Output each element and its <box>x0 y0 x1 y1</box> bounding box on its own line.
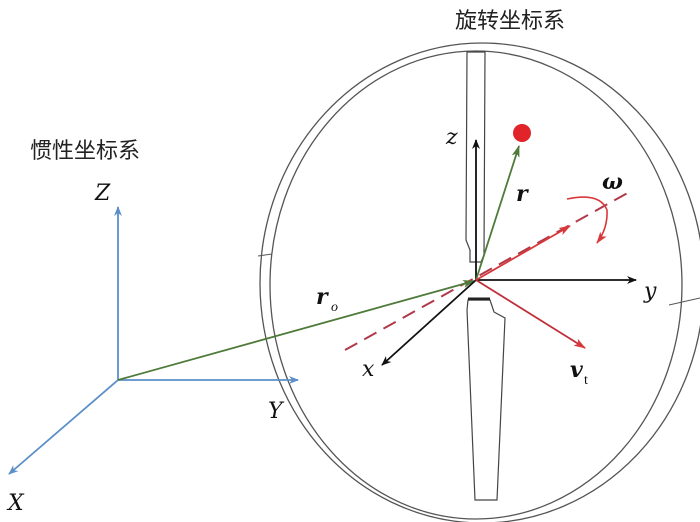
rotation-direction-arrow <box>566 196 608 244</box>
label-vt-sub: t <box>584 373 588 388</box>
rotation-axis-dashed <box>344 189 634 351</box>
particle-dot <box>513 124 531 142</box>
omega-vector <box>475 225 571 281</box>
r-vector <box>475 145 520 281</box>
rotating-frame-title: 旋转坐标系 <box>455 9 565 34</box>
ro-vector <box>117 280 475 381</box>
label-x: x <box>362 357 375 382</box>
label-omega: ω <box>602 169 623 195</box>
rotating-x-axis <box>381 279 477 366</box>
label-ro-sub: o <box>331 300 338 315</box>
inertial-frame-title: 惯性坐标系 <box>30 139 140 164</box>
label-Y: Y <box>268 399 285 424</box>
label-y: y <box>643 279 657 304</box>
label-r: r <box>516 181 529 207</box>
label-vt: v <box>570 357 583 383</box>
label-z: z <box>445 125 458 150</box>
label-X: X <box>6 491 25 516</box>
inertial-x-axis <box>8 379 119 475</box>
outer-ring <box>259 42 700 522</box>
inner-ring <box>269 50 683 520</box>
label-Z: Z <box>94 181 111 206</box>
lower-blade <box>466 299 506 501</box>
label-ro: r <box>316 284 329 310</box>
vt-vector <box>475 279 586 349</box>
